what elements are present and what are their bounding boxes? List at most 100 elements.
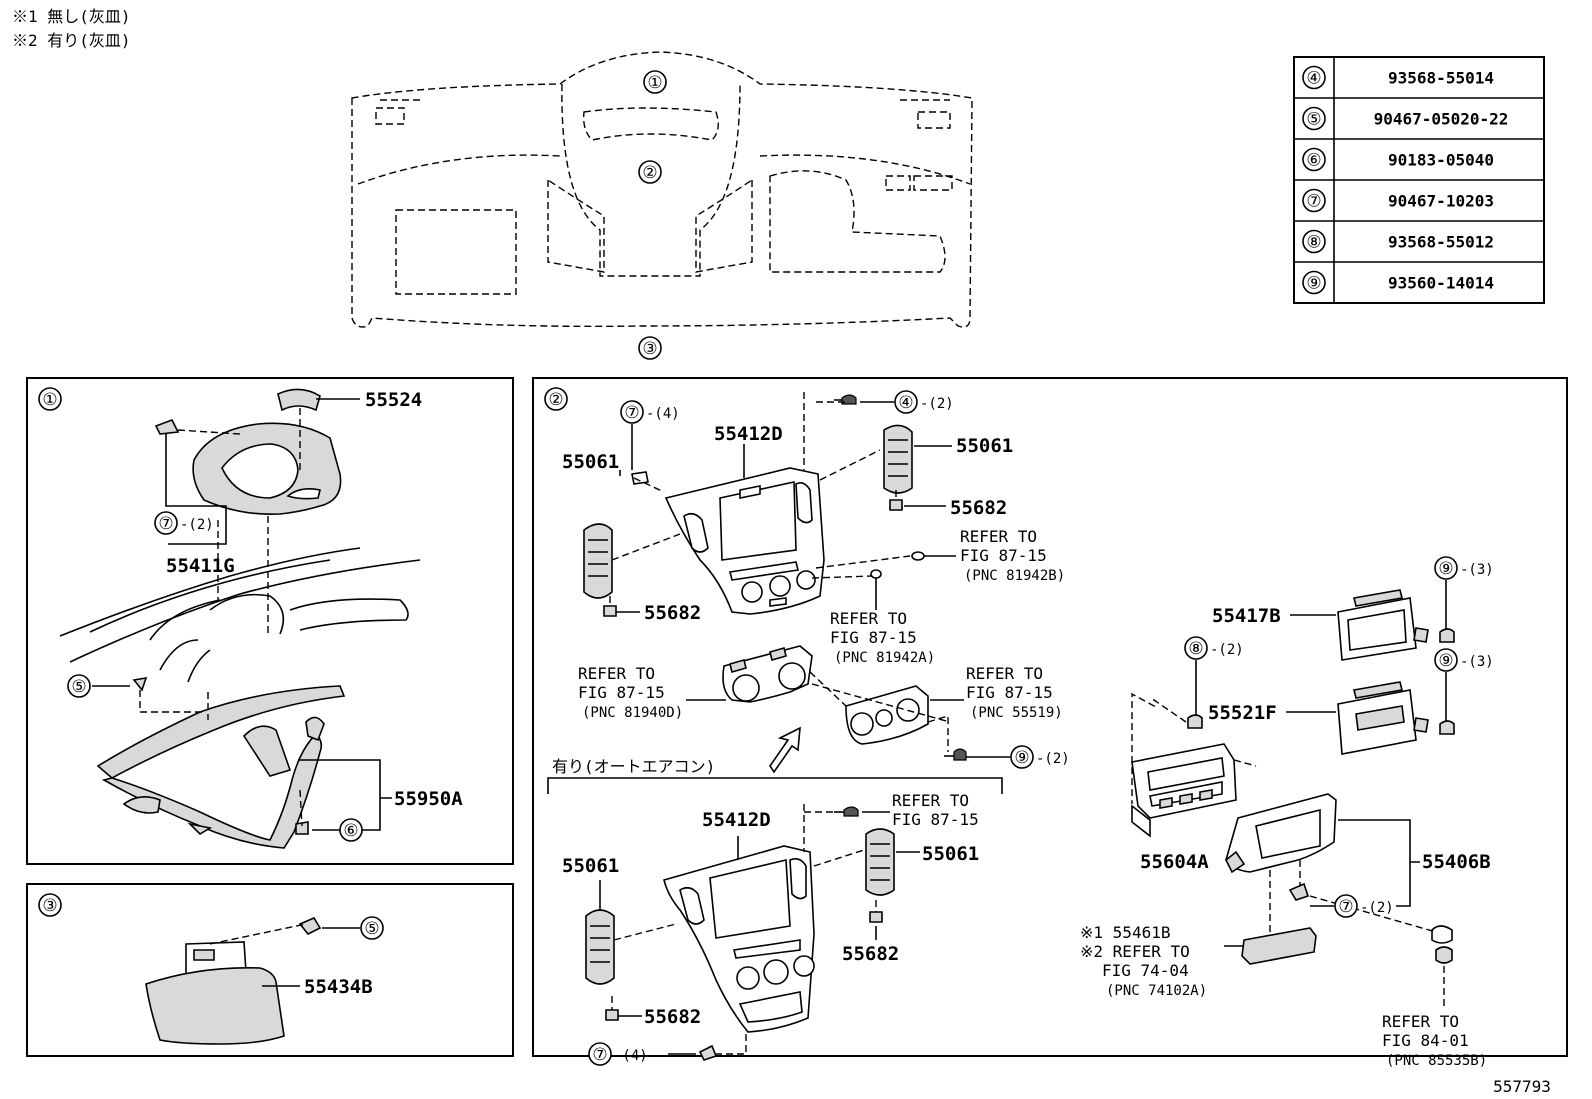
figure-id: 557793 [1493,1077,1551,1096]
part-55411g-label: 55411G [166,555,235,577]
svg-text:REFER TO: REFER TO [892,791,969,810]
svg-text:(PNC 85535B): (PNC 85535B) [1386,1053,1487,1069]
svg-text:①: ① [647,73,662,93]
panel-1-callout-7: ⑦ -(2) [154,511,214,535]
svg-text:REFER TO: REFER TO [966,664,1043,683]
part-55521f-label: 55521F [1208,702,1277,724]
svg-text:(PNC 81940D): (PNC 81940D) [582,705,683,721]
svg-text:-(2): -(2) [1036,751,1070,767]
panel-2-callout-8: ⑧ -(2) [1184,636,1244,660]
panel-3-frame [26,883,514,1057]
svg-text:FIG 84-01: FIG 84-01 [1382,1031,1469,1050]
svg-text:③: ③ [42,896,57,916]
legend-number-badge [1302,270,1326,295]
legend-table [1293,56,1545,304]
svg-text:⑦: ⑦ [158,514,173,534]
part-55461b-note: ※1 55461B ※2 REFER TO FIG 74-04 (PNC 741… [1080,923,1207,999]
legend-number: ⑤ [1306,110,1321,130]
panel-2-callout-4: ④ -(2) [894,390,954,414]
svg-text:※2 REFER TO: ※2 REFER TO [1080,942,1190,961]
panel-2-right-parts [1131,589,1455,965]
part-55682-lower-left-label: 55682 [644,1006,701,1028]
svg-text:REFER TO: REFER TO [1382,1012,1459,1031]
part-55412d-lower-label: 55412D [702,809,771,831]
refer-note-85535b: REFER TO FIG 84-01 (PNC 85535B) [1382,1012,1487,1069]
panel-2-callout-7-upper: ⑦ -(4) [620,400,680,424]
panel-1-drawing [59,388,421,849]
svg-text:FIG 87-15: FIG 87-15 [578,683,665,702]
svg-text:(PNC 81942A): (PNC 81942A) [834,650,935,666]
part-55524-label: 55524 [365,389,422,411]
svg-text:REFER TO: REFER TO [578,664,655,683]
overview-callout-1: ① [643,70,667,94]
part-55682-upper-left-label: 55682 [644,602,701,624]
legend-number-badge [1302,147,1326,172]
legend-row: ⑧ 93568-55012 [1302,229,1494,254]
svg-text:①: ① [42,390,57,410]
svg-text:※1 55461B: ※1 55461B [1080,923,1170,942]
dashboard-overview [351,51,973,328]
svg-text:⑦: ⑦ [624,403,639,423]
legend-row: ⑥ 90183-05040 [1302,147,1494,172]
svg-text:(PNC 81942B): (PNC 81942B) [964,568,1065,584]
svg-text:-(2): -(2) [1210,642,1244,658]
svg-text:-(4): -(4) [646,406,680,422]
panel-2-callout-9-top: ⑨ -(3) [1434,556,1494,580]
panel-2-right-leaders [1131,580,1447,1010]
legend-number-badge [1302,65,1326,90]
part-55950a-label: 55950A [394,788,463,810]
overview-callout-2: ② [638,160,662,184]
part-55061-lower-left-label: 55061 [562,855,619,877]
panel-2-callout-9-middle: ⑨ -(2) [1010,745,1070,769]
part-55682-lower-right-label: 55682 [842,943,899,965]
svg-text:②: ② [642,163,657,183]
legend-part-number: 90467-05020-22 [1374,110,1509,129]
panel-1-callout-5: ⑤ [67,674,91,698]
panel-2-frame [532,377,1568,1057]
panel-2-upper-leaders [609,392,956,613]
part-55061-lower-right-label: 55061 [922,843,979,865]
svg-text:④: ④ [898,393,913,413]
legend-row: ⑤ 90467-05020-22 [1302,106,1509,131]
svg-text:FIG 87-15: FIG 87-15 [966,683,1053,702]
legend-number: ⑦ [1306,192,1321,212]
refer-note-fig87-15-lower: REFER TO FIG 87-15 [892,791,979,829]
legend-part-number: 93568-55012 [1388,233,1494,252]
svg-text:②: ② [548,390,563,410]
svg-text:FIG 87-15: FIG 87-15 [960,546,1047,565]
legend-number: ⑧ [1306,233,1321,253]
svg-text:-(4): -(4) [614,1048,648,1064]
legend-number: ⑨ [1306,274,1321,294]
auto-ac-heading: 有り(オートエアコン) [552,757,715,776]
panel-1-callout-6: ⑥ [339,818,363,842]
legend-number: ④ [1306,69,1321,89]
legend-part-number: 93568-55014 [1388,69,1494,88]
svg-text:(PNC 74102A): (PNC 74102A) [1106,983,1207,999]
panel-2-callout-7-right: ⑦ -(2) [1334,894,1394,918]
note-2: ※2 有り(灰皿) [12,31,131,50]
svg-text:-(3): -(3) [1460,562,1494,578]
svg-text:③: ③ [642,339,657,359]
svg-text:⑦: ⑦ [592,1045,607,1065]
svg-text:REFER TO: REFER TO [830,609,907,628]
panel-2-title: ② [544,387,568,411]
part-55682-upper-right-label: 55682 [950,497,1007,519]
svg-text:FIG 87-15: FIG 87-15 [830,628,917,647]
svg-text:-(2): -(2) [1360,900,1394,916]
panel-2-lower-bezel [663,845,815,1033]
svg-text:(PNC 55519): (PNC 55519) [970,705,1063,721]
legend-row: ④ 93568-55014 [1302,65,1494,90]
refer-note-55519: REFER TO FIG 87-15 (PNC 55519) [966,664,1063,721]
panel-2-lower-leaders [599,804,920,1055]
legend-part-number: 90183-05040 [1388,151,1494,170]
svg-text:⑤: ⑤ [71,677,86,697]
svg-text:-(3): -(3) [1460,654,1494,670]
panel-2-small-parts-upper [603,394,925,617]
legend-number: ⑥ [1306,151,1321,171]
note-1: ※1 無し(灰皿) [12,7,131,26]
part-55061-upper-left-label: 55061 [562,451,619,473]
panel-1-frame [26,377,514,865]
